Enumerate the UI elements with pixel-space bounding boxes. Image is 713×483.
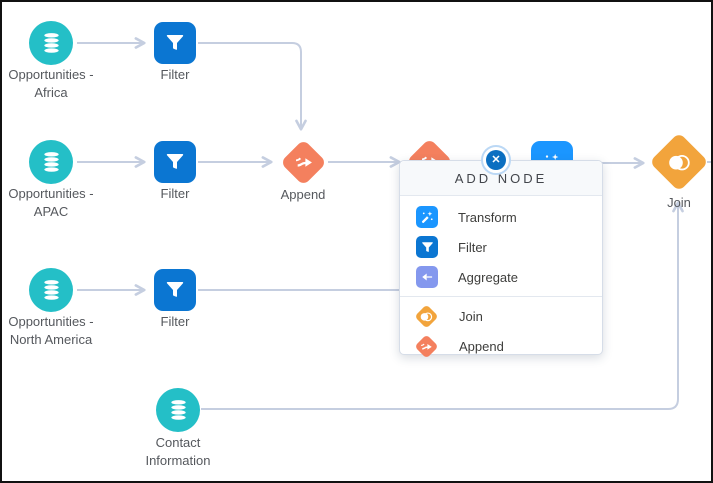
filter-icon <box>166 154 184 169</box>
dataset-icon <box>43 152 59 172</box>
node-join[interactable] <box>649 132 709 192</box>
filter-icon <box>166 282 184 297</box>
node-opportunities-apac[interactable] <box>29 140 73 184</box>
close-icon: ✕ <box>486 150 506 170</box>
node-opportunities-north-america[interactable] <box>29 268 73 312</box>
menu-item-label: Transform <box>458 209 517 225</box>
append-icon <box>414 333 439 359</box>
node-filter-north-america[interactable] <box>154 269 196 311</box>
node-label-opportunities-apac: Opportunities - APAC <box>8 186 94 219</box>
menu-item-label: Filter <box>458 239 487 255</box>
filter-icon <box>166 35 184 50</box>
dataset-icon <box>43 33 59 53</box>
node-label-contact-information: Contact Information <box>145 435 211 468</box>
add-node-popup: ✕ ADD NODE Transform Filter Aggregate Jo… <box>399 145 603 359</box>
close-button[interactable]: ✕ <box>481 145 511 175</box>
node-label-append: Append <box>280 187 326 202</box>
append-icon <box>296 157 312 167</box>
menu-item-append[interactable]: Append <box>400 331 602 361</box>
node-label-join: Join <box>667 195 691 210</box>
node-contact-information[interactable] <box>156 388 200 432</box>
menu-item-label: Aggregate <box>458 269 518 285</box>
filter-icon <box>416 236 438 258</box>
node-label-filter-apac: Filter <box>160 186 190 201</box>
add-node-menu: Transform Filter Aggregate Join Append <box>400 196 602 361</box>
menu-item-join[interactable]: Join <box>400 301 602 331</box>
node-filter-africa[interactable] <box>154 22 196 64</box>
menu-divider <box>400 296 602 297</box>
dataset-icon <box>43 280 59 300</box>
menu-item-aggregate[interactable]: Aggregate <box>400 262 602 292</box>
node-append[interactable] <box>280 139 327 186</box>
menu-item-label: Join <box>459 308 483 324</box>
transform-icon <box>416 206 438 228</box>
node-label-filter-africa: Filter <box>160 67 190 82</box>
menu-item-filter[interactable]: Filter <box>400 232 602 262</box>
node-label-opportunities-africa: Opportunities - Africa <box>8 67 94 100</box>
dataset-icon <box>170 400 186 420</box>
node-label-opportunities-north-america: Opportunities - North America <box>8 314 94 347</box>
aggregate-icon <box>416 266 438 288</box>
node-filter-apac[interactable] <box>154 141 196 183</box>
node-opportunities-africa[interactable] <box>29 21 73 65</box>
menu-item-transform[interactable]: Transform <box>400 202 602 232</box>
join-icon <box>414 303 439 329</box>
join-icon <box>669 154 690 170</box>
node-label-filter-north-america: Filter <box>160 314 190 329</box>
menu-item-label: Append <box>459 338 504 354</box>
